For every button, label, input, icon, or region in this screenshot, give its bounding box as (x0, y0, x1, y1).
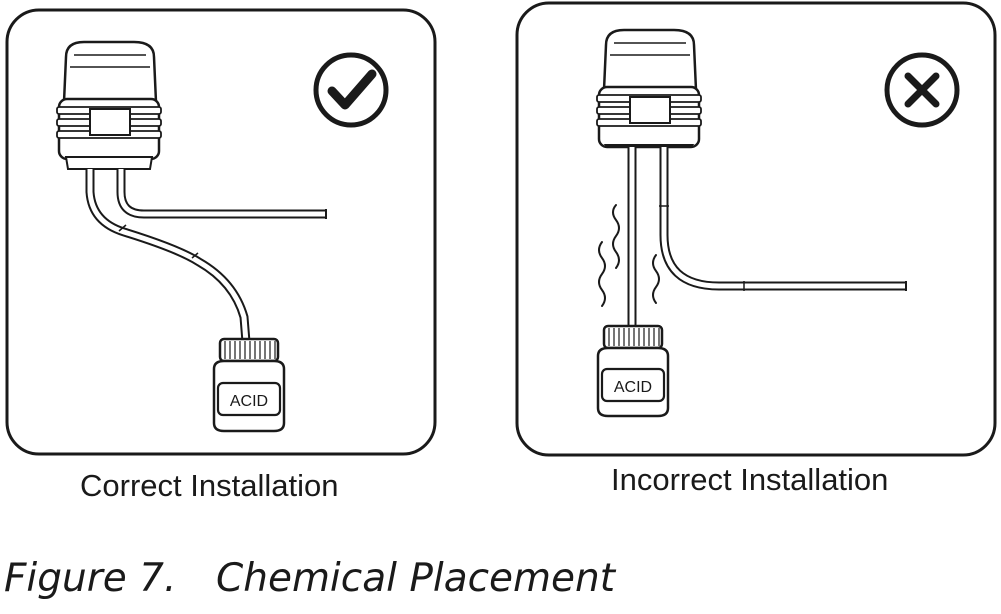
pump-icon (56, 40, 162, 170)
check-circle-icon (313, 52, 389, 128)
acid-bottle-icon (596, 324, 670, 418)
figure-title: Chemical Placement (216, 556, 616, 601)
correct-installation-caption: Correct Installation (80, 468, 339, 503)
incorrect-installation-caption: Incorrect Installation (611, 462, 889, 497)
correct-installation-panel: ACID (4, 7, 439, 459)
x-circle-icon (884, 52, 960, 128)
pump-icon (596, 28, 702, 149)
fumes-icon (598, 204, 660, 307)
bottle-label: ACID (614, 379, 652, 396)
incorrect-installation-panel: ACID (514, 0, 999, 458)
figure-number: Figure 7. (4, 556, 177, 601)
acid-bottle-icon (212, 337, 286, 433)
bottle-label: ACID (230, 393, 268, 410)
